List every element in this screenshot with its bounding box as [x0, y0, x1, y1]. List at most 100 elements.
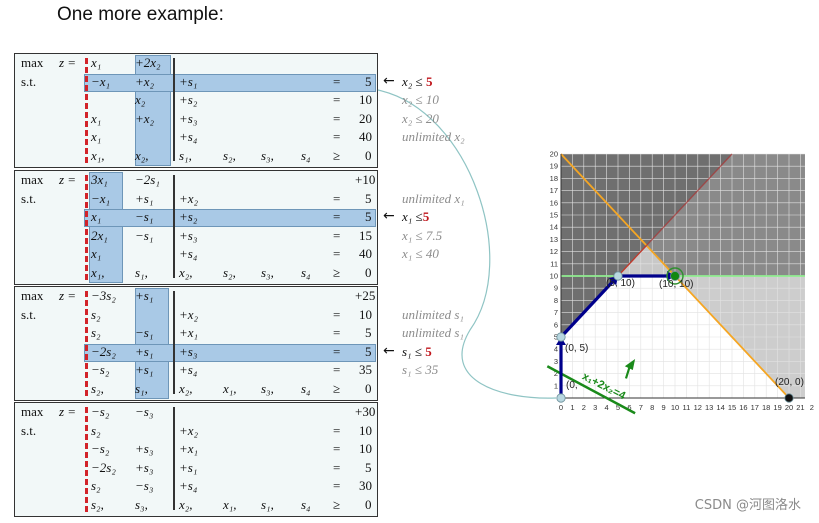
tableau-term: +s₃ [179, 227, 198, 243]
row-label: max [21, 288, 44, 303]
tableau-term: s₃, [261, 264, 274, 280]
y-tick-label: 11 [550, 259, 558, 268]
rhs-value: 20 [359, 110, 372, 126]
nonbasis-divider [173, 407, 175, 510]
ratio-test-note: x₁ ≤ 7.5 [402, 228, 442, 244]
x-tick-label: 2 [810, 403, 814, 412]
x-tick-label: 20 [785, 403, 793, 412]
tableau-term: 2x₁ [91, 227, 108, 243]
x-tick-label: 0 [559, 403, 563, 412]
tableau-term: +s₁ [135, 343, 154, 359]
relation-symbol: = [333, 422, 341, 438]
relation-symbol: = [333, 478, 341, 493]
y-tick-label: 9 [554, 284, 558, 293]
tableau-term: +s₃ [179, 110, 198, 126]
constraint-line-diff [646, 153, 733, 246]
ratio-test-text: x₁ ≤ 40 [402, 246, 439, 261]
ratio-test-text: s₁ ≤ 35 [402, 362, 439, 377]
tableau-term: s₄ [301, 380, 311, 396]
simplex-path-segment [559, 274, 620, 339]
tableau-term: x₂ [135, 92, 146, 107]
x-tick-label: 11 [683, 403, 691, 412]
ratio-test-text: x₂ ≤ 20 [402, 110, 439, 126]
tableau-term: s₂ [91, 422, 101, 438]
objective-symbol: z = [59, 172, 77, 187]
tableau-term: x₂, [179, 380, 193, 396]
tableau-term: −x₁ [91, 190, 111, 206]
tableau-row: s₂−s₃+s₄=30 [15, 477, 377, 496]
tableau-term: −s₁ [135, 325, 154, 340]
tableau-term: 3x₁ [91, 172, 108, 187]
vertex-label: (5, 10) [606, 278, 635, 289]
tableau-term: −2s₂ [91, 343, 116, 359]
pivot-arrow-icon: ← [383, 72, 395, 89]
basis-divider [85, 175, 88, 280]
tableau-term: s₂ [91, 478, 101, 493]
ratio-test-text: x₂ ≤ [402, 73, 426, 89]
tableau-row: s₂,s₁,x₂,x₁,s₃,s₄≥0 [15, 380, 377, 399]
relation-symbol: = [333, 73, 341, 89]
ratio-test-text: unlimited x₁ [402, 190, 465, 206]
rhs-value: 10 [359, 92, 372, 107]
tableau-term: s₁, [135, 380, 148, 396]
tableau-row: −2s₂+s₁+s₃=5 [15, 343, 377, 362]
rhs-value: 5 [365, 459, 372, 475]
tableau-row: −s₂+s₁+s₄=35 [15, 361, 377, 380]
basis-divider [85, 407, 88, 512]
ratio-test-note: unlimited s₁ [402, 307, 464, 323]
relation-symbol: = [333, 92, 341, 107]
tableau-term: s₁, [135, 264, 148, 280]
tableau-term: x₁ [91, 129, 102, 144]
tableau-row: s₂,s₃,x₂,x₁,s₁,s₄≥0 [15, 496, 377, 515]
rhs-value: 5 [365, 190, 372, 206]
rhs-value: 40 [359, 129, 372, 144]
tableau-term: +x₂ [135, 73, 155, 89]
ratio-test-text: unlimited s₁ [402, 325, 464, 340]
tableau-row: x₁,s₁,x₂,s₂,s₃,s₄≥0 [15, 264, 377, 283]
y-tick-label: 13 [550, 235, 558, 244]
objective-direction-arrowhead [624, 358, 636, 370]
tableau-term: +s₁ [135, 190, 154, 206]
objective-symbol: z = [59, 404, 77, 419]
tableau-term: s₄ [301, 264, 311, 280]
objective-symbol: z = [59, 55, 77, 70]
y-tick-label: 18 [550, 174, 558, 183]
x-tick-label: 15 [728, 403, 736, 412]
rhs-value: 10 [359, 306, 372, 322]
tableau-term: x₁ [91, 209, 102, 224]
rhs-value: 15 [359, 227, 372, 243]
row-label: max [21, 55, 44, 70]
x-tick-label: 14 [716, 403, 724, 412]
x-tick-label: 5 [616, 403, 620, 412]
rhs-value: 0 [365, 147, 372, 163]
ratio-test-text: unlimited s₁ [402, 306, 464, 322]
y-tick-label: 12 [550, 247, 558, 256]
rhs-value: 5 [365, 325, 372, 340]
vertex-point [784, 393, 794, 403]
ratio-test-note: x₂ ≤ 5 [402, 74, 432, 90]
tableau-row: s.t.−x₁+s₁+x₂=5 [15, 190, 377, 209]
ratio-test-note: unlimited x₂ [402, 129, 465, 145]
ratio-test-note: x₁ ≤ 40 [402, 246, 439, 262]
tableau-row: −s₂+s₃+x₁=10 [15, 440, 377, 459]
row-label: s.t. [21, 190, 37, 206]
x-tick-label: 8 [650, 403, 654, 412]
ratio-test-note: x₁ ≤5 [402, 209, 429, 225]
tableau-term: +s₄ [179, 246, 198, 261]
vertex-point [670, 271, 680, 281]
row-label: max [21, 172, 44, 187]
tableau-term: s₁, [261, 496, 274, 512]
tableau-term: s₃, [135, 496, 148, 512]
tableau-term: −s₂ [91, 404, 110, 419]
rhs-value: 10 [359, 441, 372, 456]
rhs-value: 5 [365, 209, 372, 224]
slide-heading: One more example: [57, 4, 224, 25]
pivot-row-highlight [84, 209, 376, 227]
x-tick-label: 19 [773, 403, 781, 412]
basis-divider [85, 58, 88, 163]
